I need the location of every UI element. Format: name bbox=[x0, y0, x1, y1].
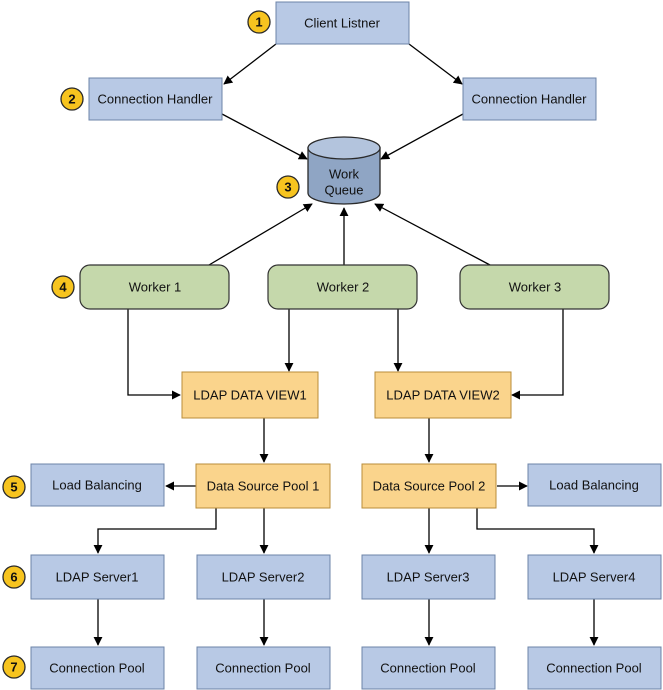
edge-pool2-to-server4 bbox=[476, 508, 599, 554]
step-badge-7-label: 7 bbox=[10, 660, 17, 675]
node-load-balancing-left: Load Balancing bbox=[30, 463, 165, 507]
step-badge-4: 4 bbox=[51, 275, 75, 299]
edges bbox=[93, 43, 599, 646]
connection-handler-right-label: Connection Handler bbox=[472, 92, 588, 107]
ldap-server-3-label: LDAP Server3 bbox=[387, 570, 470, 585]
data-source-pool-1-label: Data Source Pool 1 bbox=[207, 479, 320, 494]
load-balancing-left-label: Load Balancing bbox=[52, 478, 142, 493]
connection-pool-1-label: Connection Pool bbox=[49, 661, 145, 676]
client-listener-label: Client Listner bbox=[304, 16, 381, 31]
ldap-server-1-label: LDAP Server1 bbox=[56, 570, 139, 585]
connection-pool-2-label: Connection Pool bbox=[215, 661, 311, 676]
work-queue-label-line2: Queue bbox=[324, 183, 363, 198]
worker-1-label: Worker 1 bbox=[129, 280, 182, 295]
step-badge-6: 6 bbox=[2, 565, 26, 589]
node-work-queue: Work Queue bbox=[307, 136, 381, 205]
node-connection-pool-3: Connection Pool bbox=[361, 646, 496, 690]
node-connection-pool-1: Connection Pool bbox=[30, 646, 165, 690]
node-connection-pool-4: Connection Pool bbox=[527, 646, 662, 690]
step-badge-5-label: 5 bbox=[10, 480, 17, 495]
node-load-balancing-right: Load Balancing bbox=[527, 463, 662, 507]
node-worker-1: Worker 1 bbox=[79, 264, 230, 310]
step-badge-7: 7 bbox=[2, 655, 26, 679]
step-badge-3-label: 3 bbox=[284, 180, 291, 195]
ldap-server-4-label: LDAP Server4 bbox=[553, 570, 636, 585]
connection-handler-left-label: Connection Handler bbox=[98, 92, 214, 107]
ldap-data-view-2-label: LDAP DATA VIEW2 bbox=[386, 388, 499, 403]
node-data-source-pool-1: Data Source Pool 1 bbox=[195, 463, 331, 509]
worker-3-label: Worker 3 bbox=[509, 280, 562, 295]
connection-pool-4-label: Connection Pool bbox=[546, 661, 642, 676]
step-badge-1: 1 bbox=[247, 10, 271, 34]
data-source-pool-2-label: Data Source Pool 2 bbox=[373, 479, 486, 494]
node-connection-handler-right: Connection Handler bbox=[462, 77, 597, 121]
step-badge-5: 5 bbox=[2, 475, 26, 499]
edge-worker3-to-view2 bbox=[511, 309, 564, 400]
node-ldap-data-view-1: LDAP DATA VIEW1 bbox=[181, 371, 319, 419]
step-badge-2-label: 2 bbox=[68, 92, 75, 107]
node-ldap-server-3: LDAP Server3 bbox=[361, 554, 496, 600]
load-balancing-right-label: Load Balancing bbox=[549, 478, 639, 493]
node-ldap-server-4: LDAP Server4 bbox=[527, 554, 662, 600]
node-connection-handler-left: Connection Handler bbox=[88, 77, 223, 121]
node-worker-3: Worker 3 bbox=[459, 264, 610, 310]
step-badge-1-label: 1 bbox=[255, 15, 262, 30]
ldap-data-view-1-label: LDAP DATA VIEW1 bbox=[193, 388, 306, 403]
edge-worker1-to-view1 bbox=[127, 309, 181, 400]
step-badge-2: 2 bbox=[60, 87, 84, 111]
edge-listener-to-handler-left bbox=[223, 43, 277, 85]
node-data-source-pool-2: Data Source Pool 2 bbox=[361, 463, 497, 509]
step-badge-4-label: 4 bbox=[59, 280, 67, 295]
node-ldap-data-view-2: LDAP DATA VIEW2 bbox=[374, 371, 512, 419]
ldap-server-2-label: LDAP Server2 bbox=[222, 570, 305, 585]
worker-2-label: Worker 2 bbox=[317, 280, 370, 295]
node-ldap-server-1: LDAP Server1 bbox=[30, 554, 165, 600]
edge-handler-left-to-queue bbox=[221, 113, 308, 160]
work-queue-label-line1: Work bbox=[329, 167, 360, 182]
edge-handler-right-to-queue bbox=[380, 113, 464, 160]
edge-worker1-to-queue bbox=[208, 203, 313, 266]
node-worker-2: Worker 2 bbox=[267, 264, 418, 310]
node-ldap-server-2: LDAP Server2 bbox=[196, 554, 331, 600]
step-badge-3: 3 bbox=[276, 175, 300, 199]
edge-pool1-to-server1 bbox=[93, 508, 217, 554]
node-client-listener: Client Listner bbox=[275, 1, 410, 45]
edge-worker3-to-queue bbox=[374, 203, 491, 266]
node-connection-pool-2: Connection Pool bbox=[196, 646, 331, 690]
step-badge-6-label: 6 bbox=[10, 570, 17, 585]
connection-pool-3-label: Connection Pool bbox=[380, 661, 476, 676]
edge-listener-to-handler-right bbox=[408, 43, 463, 85]
